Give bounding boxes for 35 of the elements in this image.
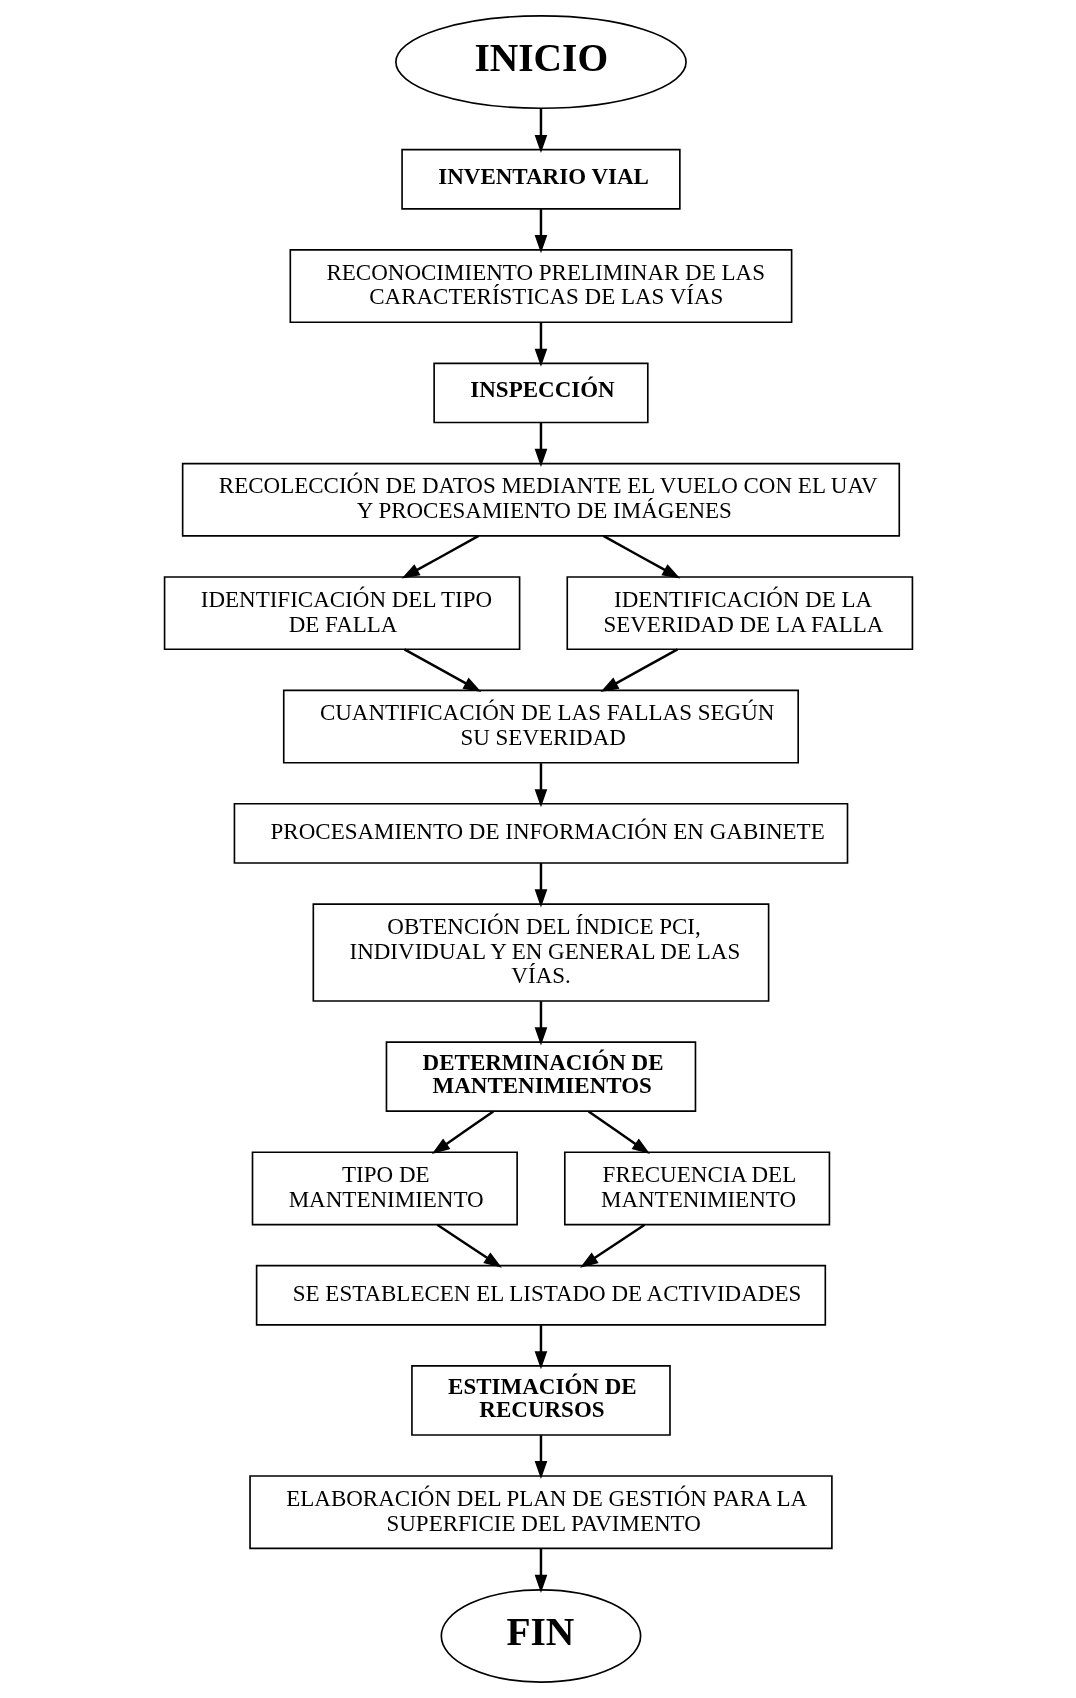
node-box: OBTENCIÓN DEL ÍNDICE PCI, INDIVIDUAL Y EN GENERAL DE LAS VÍAS. bbox=[312, 903, 769, 1002]
arrow bbox=[534, 763, 547, 808]
arrow bbox=[534, 322, 547, 367]
node-box: TIPO DE MANTENIMIENTO bbox=[251, 1151, 518, 1226]
arrow bbox=[431, 1110, 494, 1155]
arrow bbox=[534, 108, 547, 153]
node-box: INSPECCIÓN bbox=[432, 362, 649, 424]
node-box: PROCESAMIENTO DE INFORMACIÓN EN GABINETE bbox=[233, 802, 848, 864]
arrow bbox=[534, 1325, 547, 1370]
arrow bbox=[579, 1223, 645, 1268]
arrow bbox=[600, 648, 678, 692]
node-box: RECONOCIMIENTO PRELIMINAR DE LAS CARACTERÍSTICAS DE LAS VÍAS bbox=[289, 249, 792, 324]
arrow bbox=[403, 648, 481, 692]
arrow bbox=[534, 1548, 547, 1593]
arrow bbox=[534, 1001, 547, 1046]
arrow bbox=[534, 422, 547, 467]
arrow bbox=[587, 1110, 650, 1155]
arrow bbox=[602, 534, 680, 579]
node-box: IDENTIFICACIÓN DE LA SEVERIDAD DE LA FALLA bbox=[565, 576, 913, 651]
node-box: FRECUENCIA DEL MANTENIMIENTO bbox=[563, 1151, 830, 1226]
arrow bbox=[401, 534, 479, 579]
node-box: IDENTIFICACIÓN DEL TIPO DE FALLA bbox=[163, 576, 520, 651]
node-ellipse: FIN bbox=[440, 1589, 641, 1683]
arrow bbox=[436, 1223, 502, 1268]
arrow bbox=[534, 1435, 547, 1480]
node-box: DETERMINACIÓN DE MANTENIMIENTOS bbox=[385, 1041, 696, 1112]
node-box: RECOLECCIÓN DE DATOS MEDIANTE EL VUELO CON EL UAV Y PROCESAMIENTO DE IMÁGENES bbox=[181, 462, 900, 537]
node-box: SE ESTABLECEN EL LISTADO DE ACTIVIDADES bbox=[255, 1264, 826, 1326]
node-box: CUANTIFICACIÓN DE LAS FALLAS SEGÚN SU SEVERIDAD bbox=[282, 689, 799, 764]
arrow bbox=[534, 209, 547, 254]
node-box: ESTIMACIÓN DE RECURSOS bbox=[410, 1365, 671, 1436]
node-box: ELABORACIÓN DEL PLAN DE GESTIÓN PARA LA SUPERFICIE DEL PAVIMENTO bbox=[248, 1475, 833, 1550]
node-box: INVENTARIO VIAL bbox=[400, 148, 681, 210]
arrow bbox=[534, 863, 547, 908]
node-ellipse: INICIO bbox=[394, 15, 687, 109]
